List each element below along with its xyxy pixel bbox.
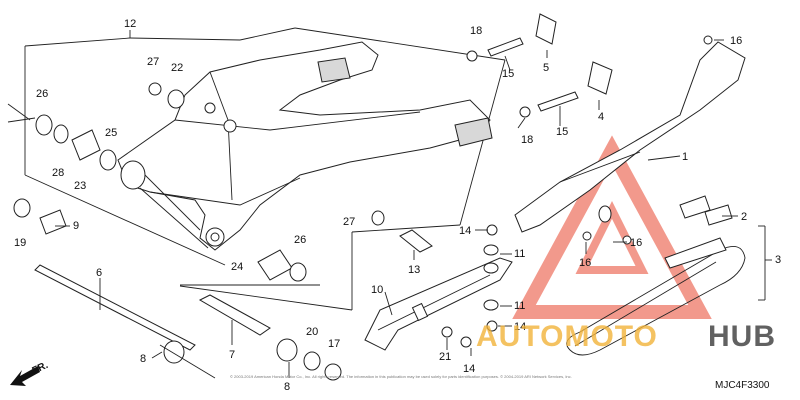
- part-7-collar: [198, 294, 271, 336]
- callout-8-left: 8: [140, 353, 146, 365]
- front-label: FR.: [31, 360, 50, 377]
- callout-23: 23: [74, 180, 86, 192]
- callout-14-right: 14: [514, 321, 526, 333]
- copyright-text: © 2003-2019 American Honda Motor Co., In…: [230, 374, 572, 379]
- callout-22: 22: [171, 62, 183, 74]
- part-9-bolt-spring: [39, 209, 67, 235]
- leader-lines: [55, 39, 772, 378]
- drive-chain: [566, 237, 746, 356]
- swingarm-assembly-outline: [24, 27, 506, 311]
- part-18-nut-lower: [519, 106, 531, 118]
- callout-27-upper: 27: [147, 56, 159, 68]
- part-6-shaft: [34, 264, 196, 351]
- callout-12: 12: [124, 18, 136, 30]
- part-26-seal: [35, 114, 53, 136]
- watermark-brand-left: AUTOMOTO: [476, 320, 658, 353]
- callout-16-lower-right: 16: [630, 237, 642, 249]
- callout-6: 6: [96, 267, 102, 279]
- callouts: 12 18 15 5 4 15 18 16 1 2 3 16 16 27 22 …: [14, 18, 781, 393]
- part-5-block: [535, 13, 557, 45]
- callout-1: 1: [682, 151, 688, 163]
- callout-5: 5: [543, 62, 549, 74]
- callout-18-upper: 18: [470, 25, 482, 37]
- callout-11-upper: 11: [514, 248, 525, 260]
- callout-13: 13: [408, 264, 420, 276]
- part-25-collar: [99, 149, 117, 171]
- part-8-bushing-right: [276, 338, 298, 362]
- callout-14-bottom: 14: [463, 363, 475, 375]
- callout-24: 24: [231, 261, 243, 273]
- part-24-bearing: [257, 249, 293, 281]
- part-22-bearing: [167, 89, 185, 109]
- part-13-collar: [399, 229, 433, 253]
- chain-case: [514, 35, 746, 245]
- callout-20: 20: [306, 326, 318, 338]
- callout-15-lower: 15: [556, 126, 568, 138]
- callout-27-lower: 27: [343, 216, 355, 228]
- callout-18-lower: 18: [521, 134, 533, 146]
- callout-4: 4: [598, 111, 604, 123]
- pivot-parts-left: [7, 82, 185, 171]
- part-15-bolt-upper: [487, 37, 524, 57]
- chain-joint: [664, 237, 727, 269]
- callout-28: 28: [52, 167, 64, 179]
- chain-slider: [364, 257, 513, 351]
- front-arrow: FR.: [10, 360, 50, 386]
- callout-25: 25: [105, 127, 117, 139]
- part-15-bolt-lower: [537, 91, 579, 112]
- callout-2: 2: [741, 211, 747, 223]
- part-17-nut: [324, 363, 342, 381]
- pivot-shaft-parts: [13, 198, 433, 381]
- callout-16-lower-left: 16: [579, 257, 591, 269]
- callout-14-upper: 14: [459, 225, 471, 237]
- part-28-ring: [53, 124, 69, 144]
- callout-19: 19: [14, 237, 26, 249]
- part-23-bearing: [71, 129, 101, 161]
- diagram-code: MJC4F3300: [715, 380, 770, 391]
- part-18-nut-upper: [466, 50, 478, 62]
- part-4-block: [587, 61, 613, 95]
- callout-15-upper: 15: [502, 68, 514, 80]
- callout-17: 17: [328, 338, 340, 350]
- callout-21: 21: [439, 351, 451, 363]
- upper-hardware: [466, 13, 613, 118]
- chain-joint-kit: [679, 195, 733, 226]
- swingarm-body: [117, 41, 493, 251]
- callout-26-lower: 26: [294, 234, 306, 246]
- part-27-seal: [148, 82, 162, 96]
- callout-3: 3: [775, 254, 781, 266]
- watermark-text: AUTOMOTO HUB: [476, 320, 776, 353]
- callout-10: 10: [371, 284, 383, 296]
- part-8-bushing: [163, 340, 185, 364]
- part-19-nut: [13, 198, 31, 218]
- callout-16-upper: 16: [730, 35, 742, 47]
- part-20-washer: [303, 351, 321, 371]
- watermark-brand-right: HUB: [708, 320, 776, 353]
- callout-26-upper: 26: [36, 88, 48, 100]
- callout-7: 7: [229, 349, 235, 361]
- part-26-seal-right: [289, 262, 307, 282]
- part-27-seal-right: [371, 210, 385, 226]
- fasteners-center: [441, 224, 499, 348]
- callout-11-lower: 11: [514, 300, 525, 312]
- callout-8-right: 8: [284, 381, 290, 393]
- callout-9: 9: [73, 220, 79, 232]
